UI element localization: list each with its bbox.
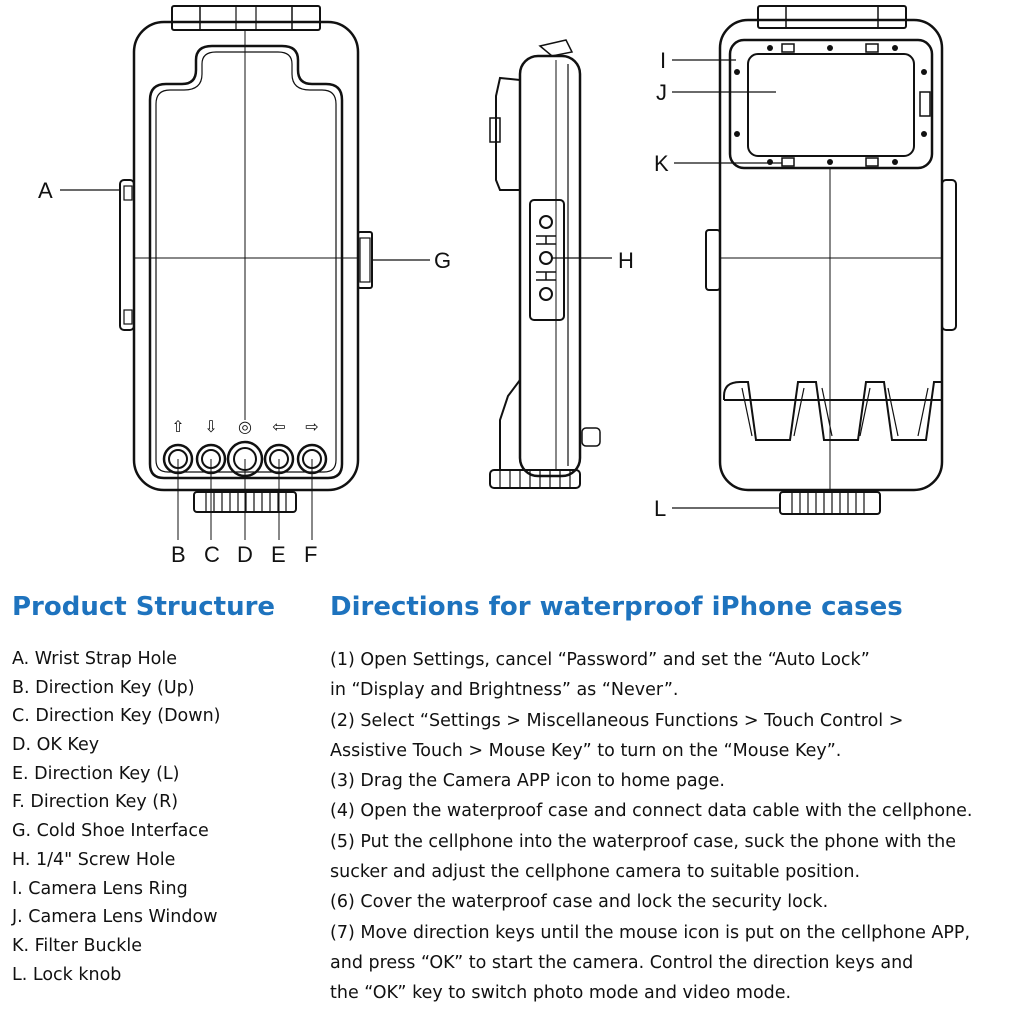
back-view xyxy=(672,5,957,515)
direction-line: (7) Move direction keys until the mouse … xyxy=(330,922,971,943)
directions-list: (1) Open Settings, cancel “Password” and… xyxy=(330,645,973,1009)
front-view xyxy=(60,5,430,540)
directions-heading: Directions for waterproof iPhone cases xyxy=(330,592,903,622)
structure-item: K. Filter Buckle xyxy=(12,935,142,956)
product-structure-heading: Product Structure xyxy=(12,592,276,622)
direction-line: (1) Open Settings, cancel “Password” and… xyxy=(330,650,870,670)
direction-line: (6) Cover the waterproof case and lock t… xyxy=(330,892,829,913)
case-diagram: ⇧ ⇩ ◎ ⇦ ⇨ A B C D E F G H I J K L xyxy=(38,5,957,567)
structure-item: B. Direction Key (Up) xyxy=(12,677,195,698)
structure-item: I. Camera Lens Ring xyxy=(12,878,188,899)
structure-item: H. 1/4" Screw Hole xyxy=(12,849,176,870)
structure-item: D. OK Key xyxy=(12,735,100,756)
side-view xyxy=(489,39,612,489)
structure-item: F. Direction Key (R) xyxy=(12,792,179,813)
down-arrow-icon: ⇩ xyxy=(204,417,217,436)
direction-line: (5) Put the cellphone into the waterproo… xyxy=(330,831,957,852)
left-arrow-icon: ⇦ xyxy=(272,417,285,436)
callout-i: I xyxy=(660,48,666,73)
structure-item: E. Direction Key (L) xyxy=(12,763,180,784)
direction-line: in “Display and Brightness” as “Never”. xyxy=(330,680,679,701)
right-arrow-icon: ⇨ xyxy=(305,417,318,436)
callout-b: B xyxy=(171,542,186,567)
product-structure-list: A. Wrist Strap Hole B. Direction Key (Up… xyxy=(12,645,221,989)
ok-circle-icon: ◎ xyxy=(238,417,252,436)
callout-f: F xyxy=(304,542,317,567)
structure-item: C. Direction Key (Down) xyxy=(12,706,221,727)
callout-k: K xyxy=(654,151,669,176)
callout-a: A xyxy=(38,178,53,203)
callout-e: E xyxy=(271,542,286,567)
direction-line: (2) Select “Settings > Miscellaneous Fun… xyxy=(330,710,904,731)
callout-l: L xyxy=(654,496,666,521)
direction-line: (4) Open the waterproof case and connect… xyxy=(330,801,973,822)
callout-c: C xyxy=(204,542,220,567)
direction-line: sucker and adjust the cellphone camera t… xyxy=(330,862,861,883)
callout-h: H xyxy=(618,248,634,273)
direction-line: (3) Drag the Camera APP icon to home pag… xyxy=(330,771,725,792)
structure-item: L. Lock knob xyxy=(12,964,122,985)
callout-g: G xyxy=(434,248,451,273)
structure-item: J. Camera Lens Window xyxy=(12,907,218,928)
direction-line: and press “OK” to start the camera. Cont… xyxy=(330,952,914,973)
up-arrow-icon: ⇧ xyxy=(171,417,184,436)
structure-item: A. Wrist Strap Hole xyxy=(12,649,177,669)
callout-j: J xyxy=(656,80,667,105)
direction-line: Assistive Touch > Mouse Key” to turn on … xyxy=(330,740,842,761)
direction-line: the “OK” key to switch photo mode and vi… xyxy=(330,983,792,1004)
structure-item: G. Cold Shoe Interface xyxy=(12,821,209,842)
callout-d: D xyxy=(237,542,253,567)
